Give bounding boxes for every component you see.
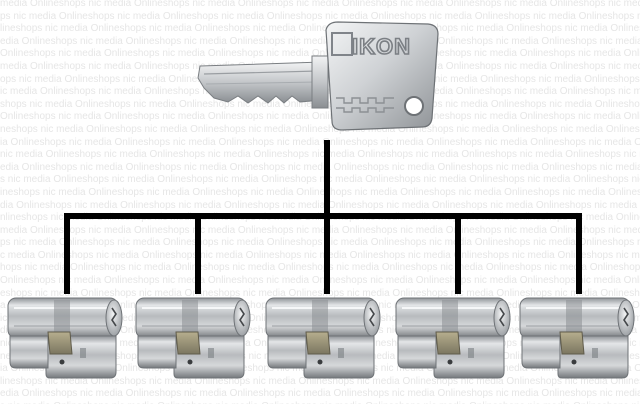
lock-cylinder	[135, 297, 251, 379]
key-brand-label: IKON	[352, 34, 411, 59]
lock-cylinders	[7, 297, 635, 379]
master-key: IKON	[197, 21, 439, 131]
lock-cylinder	[265, 297, 381, 379]
lock-cylinder	[519, 297, 635, 379]
lock-cylinder	[395, 297, 511, 379]
connector-lines	[64, 140, 582, 294]
lock-cylinder	[7, 297, 123, 379]
key-ring-hole	[404, 96, 424, 116]
